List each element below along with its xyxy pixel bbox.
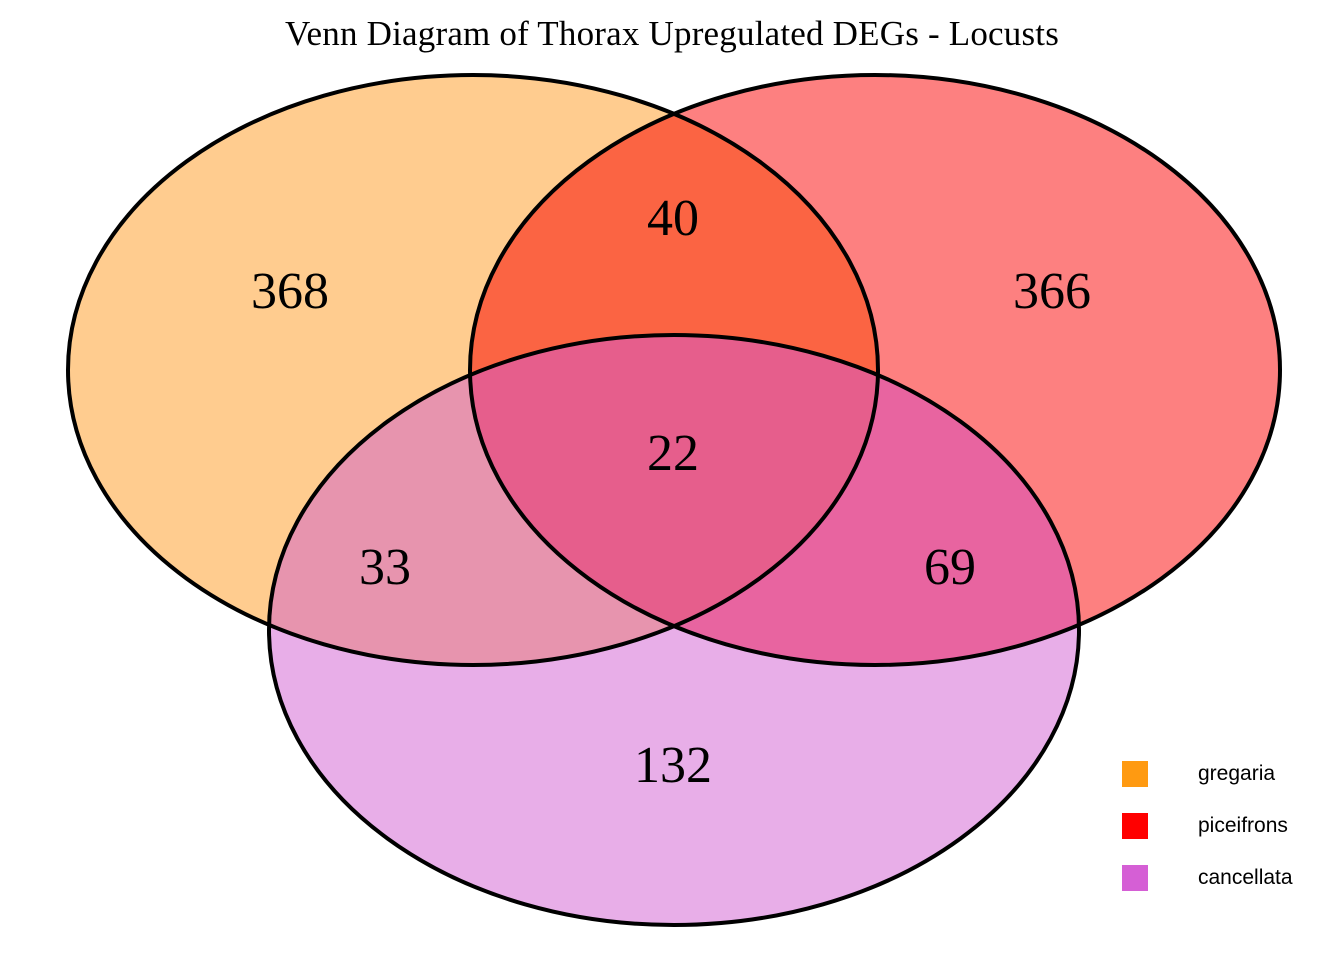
legend-label-gregaria: gregaria	[1198, 762, 1276, 785]
count-gregaria-piceifrons: 40	[647, 190, 699, 247]
ellipse-cancellata-outline	[267, 333, 1081, 927]
legend: gregaria piceifrons cancellata	[1122, 748, 1337, 904]
legend-label-piceifrons: piceifrons	[1198, 814, 1288, 837]
legend-item-piceifrons: piceifrons	[1122, 800, 1337, 852]
legend-item-cancellata: cancellata	[1122, 852, 1337, 904]
count-gregaria-only: 368	[251, 263, 329, 320]
color-swatch-icon	[1122, 761, 1148, 787]
color-swatch-icon	[1122, 865, 1148, 891]
legend-item-gregaria: gregaria	[1122, 748, 1337, 800]
count-cancellata-only: 132	[634, 737, 712, 794]
page-title: Venn Diagram of Thorax Upregulated DEGs …	[284, 14, 1060, 53]
count-all-three: 22	[647, 425, 699, 482]
count-piceifrons-only: 366	[1013, 263, 1091, 320]
legend-label-cancellata: cancellata	[1198, 866, 1293, 889]
ellipse-gregaria-outline	[66, 73, 880, 667]
ellipse-piceifrons-outline	[468, 73, 1282, 667]
color-swatch-icon	[1122, 813, 1148, 839]
count-piceifrons-cancellata: 69	[924, 539, 976, 596]
count-gregaria-cancellata: 33	[359, 539, 411, 596]
